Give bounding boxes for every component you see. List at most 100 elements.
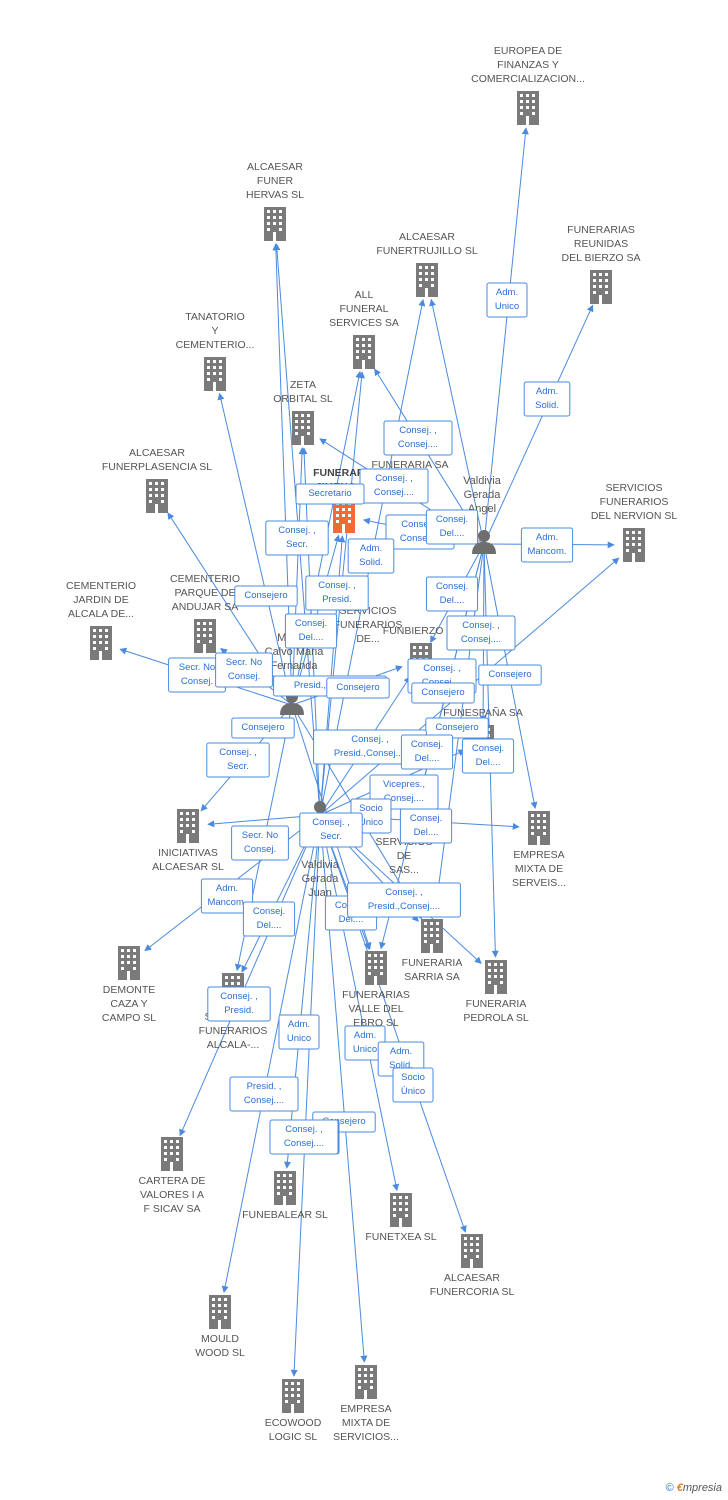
company-node-funerespana[interactable]: FUNESPAÑA SA bbox=[443, 706, 523, 759]
relation-text: Consej. , bbox=[318, 580, 356, 591]
relation-label[interactable]: Consej. ,Secr. bbox=[299, 812, 363, 848]
company-label-line: FUNERARIAS bbox=[342, 989, 410, 1001]
company-label-line: FUNERCORIA SL bbox=[430, 1286, 515, 1298]
relation-label[interactable]: Consej.Del.... bbox=[425, 576, 479, 612]
relation-label[interactable]: Presid. ,Consej.... bbox=[229, 1076, 299, 1112]
company-label-line: DE bbox=[397, 850, 412, 862]
company-node-mould[interactable]: MOULD WOOD SL bbox=[195, 1295, 245, 1359]
company-node-tanatorio[interactable]: TANATORIOYCEMENTERIO... bbox=[176, 311, 255, 391]
relation-label[interactable]: Adm.Solid. bbox=[523, 381, 571, 417]
relation-text: Socio bbox=[359, 803, 383, 814]
relation-label[interactable]: Consej.Del.... bbox=[400, 734, 454, 770]
relation-label[interactable]: Secretario bbox=[295, 483, 365, 505]
company-label-line: F SICAV SA bbox=[144, 1203, 201, 1215]
empresia-credit[interactable]: ©€mpresia bbox=[666, 1482, 722, 1494]
relation-label[interactable]: Consejero bbox=[234, 585, 298, 607]
relation-text: Presid. , bbox=[247, 1081, 282, 1092]
relation-box bbox=[347, 882, 461, 918]
company-label-line: ALCALA-... bbox=[207, 1039, 260, 1051]
relation-box bbox=[265, 520, 329, 556]
company-label-line: VALLE DEL bbox=[348, 1003, 403, 1015]
relation-text: Solid. bbox=[389, 1060, 413, 1071]
company-label-line: CEMENTERIO... bbox=[176, 339, 255, 351]
relation-box bbox=[278, 1014, 320, 1050]
relation-text: Presid. bbox=[224, 1005, 254, 1016]
relation-label[interactable]: Consej.Del.... bbox=[399, 808, 453, 844]
building-icon bbox=[528, 811, 550, 845]
company-label-line: ALCAESAR SL bbox=[152, 861, 224, 873]
relation-text: Solid. bbox=[359, 557, 383, 568]
company-label-line: WOOD SL bbox=[195, 1347, 245, 1359]
company-node-funebalear[interactable]: FUNEBALEAR SL bbox=[242, 1171, 328, 1221]
relation-label[interactable]: Consej.Del.... bbox=[425, 509, 479, 545]
company-node-funeraria_sa[interactable]: FUNERARIA SA bbox=[371, 459, 448, 471]
company-node-sf_de[interactable]: SERVICIOSFUNERARIOSDE... bbox=[334, 605, 403, 645]
relation-label[interactable]: Consejero bbox=[425, 717, 489, 739]
relation-label[interactable]: Adm.Unico bbox=[278, 1014, 320, 1050]
relation-label[interactable]: Consej. ,Presid. bbox=[207, 986, 271, 1022]
company-label-line: FUNERARIOS bbox=[199, 1025, 268, 1037]
relation-label[interactable]: Consejero bbox=[326, 677, 390, 699]
relation-label[interactable]: Consej. ,Secr. bbox=[265, 520, 329, 556]
relation-label[interactable]: Adm.Mancom. bbox=[520, 527, 574, 563]
relation-label[interactable]: Consej. ,Presid.,Consej.... bbox=[347, 882, 461, 918]
company-label-line: MOULD bbox=[201, 1333, 239, 1345]
company-node-iniciativas[interactable]: INICIATIVAS ALCAESAR SL bbox=[152, 809, 224, 873]
relation-text: Adm. bbox=[536, 532, 558, 543]
building-icon bbox=[416, 263, 438, 297]
relation-label[interactable]: Consejero bbox=[478, 664, 542, 686]
relation-label[interactable]: Adm.Solid. bbox=[347, 538, 395, 574]
relation-box bbox=[446, 615, 516, 651]
company-label-line: SERVICIOS bbox=[606, 482, 663, 494]
company-node-funetxea[interactable]: FUNETXEA SL bbox=[365, 1193, 437, 1243]
company-label-line: DEL BIERZO SA bbox=[562, 252, 641, 264]
relation-label[interactable]: Consejero bbox=[231, 717, 295, 739]
relation-text: Del.... bbox=[415, 753, 440, 764]
company-label-line: CEMENTERIO bbox=[66, 580, 136, 592]
relation-label[interactable]: Consej.Del.... bbox=[284, 613, 338, 649]
company-label-line: CEMENTERIO bbox=[170, 573, 240, 585]
relation-label[interactable]: Adm.Mancom. bbox=[200, 878, 254, 914]
relation-label[interactable]: Consej. ,Consej.... bbox=[383, 420, 453, 456]
relation-label[interactable]: Adm.Unico bbox=[344, 1025, 386, 1061]
relation-label[interactable]: Consej.Del.... bbox=[461, 738, 515, 774]
relation-label[interactable]: Adm.Unico bbox=[486, 282, 528, 318]
brand-name: mpresia bbox=[682, 1482, 722, 1494]
relation-text: Del.... bbox=[257, 920, 282, 931]
relation-label[interactable]: Consej. ,Consej.... bbox=[446, 615, 516, 651]
relation-label[interactable]: Consej.Del.... bbox=[242, 901, 296, 937]
relation-text: Socio bbox=[401, 1072, 425, 1083]
relation-box bbox=[231, 717, 295, 739]
relation-label[interactable]: Consej. ,Consej.... bbox=[269, 1119, 339, 1155]
relation-label[interactable]: Consej. ,Secr. bbox=[206, 742, 270, 778]
edge-juan-mould bbox=[221, 814, 321, 1294]
relation-label[interactable]: Consej. ,Presid. bbox=[305, 575, 369, 611]
company-label-line: INICIATIVAS bbox=[158, 847, 218, 859]
company-node-funbierzo[interactable]: FUNBIERZO SL bbox=[383, 625, 460, 677]
relation-label[interactable]: Consej. ,Consej.... bbox=[359, 468, 429, 504]
relation-label[interactable]: Consejero bbox=[411, 682, 475, 704]
relation-text: Adm. bbox=[496, 287, 518, 298]
